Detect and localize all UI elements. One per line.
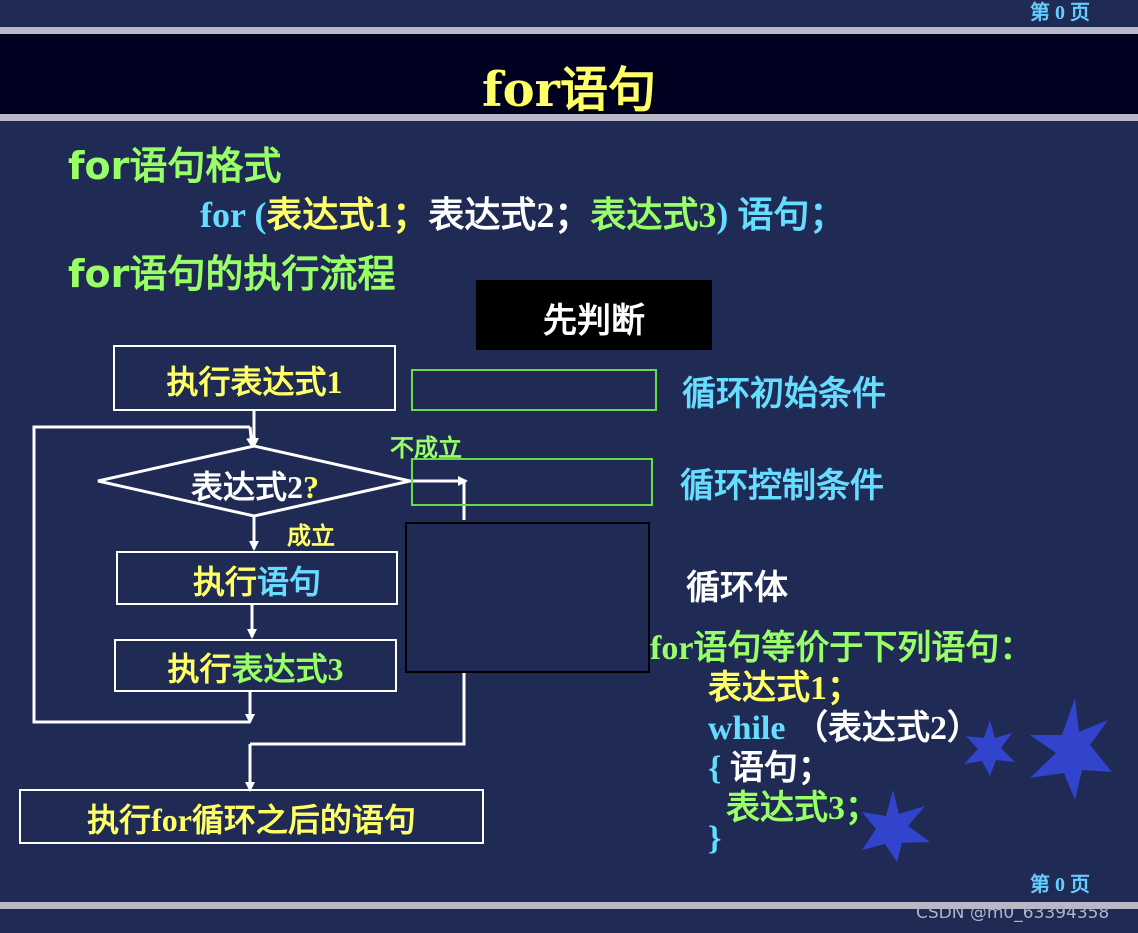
box-exec-expr3 (114, 639, 397, 692)
check-first-box (476, 280, 712, 350)
heading-format: for语句格式 (68, 144, 282, 188)
equiv-brace-close: } (708, 820, 722, 857)
equiv-expr3: 表达式3； (726, 790, 879, 827)
title-bar (0, 34, 1138, 114)
bottom-strip (0, 909, 1138, 933)
format-line: for (表达式1；表达式2；表达式3) 语句； (200, 186, 845, 238)
slide-title: for语句 (482, 62, 656, 118)
star-1-icon (1030, 698, 1112, 800)
label-not-true: 不成立 (390, 434, 462, 462)
exec-stmt-prefix: 执行 (192, 564, 257, 600)
condition-expr2: 表达式2 (190, 469, 303, 505)
format-expr2: 表达式2 (428, 195, 555, 235)
highlight-init-box (411, 369, 657, 411)
highlight-body-box (405, 522, 650, 673)
watermark: CSDN @m0_63394358 (916, 903, 1110, 923)
format-expr3: 表达式3 (590, 195, 717, 235)
format-expr1: 表达式1 (266, 195, 393, 235)
star-2-icon (964, 720, 1015, 776)
box-exec-expr1-text: 执行表达式1 (166, 364, 343, 400)
loop-back-line (32, 425, 250, 724)
heading-flow: for语句的执行流程 (68, 252, 396, 296)
loop-back-arrow (246, 426, 257, 448)
exit-line (250, 673, 466, 746)
box-exec-expr3-text: 执行表达式3 (114, 644, 397, 690)
equiv-stmt-line: { 语句； (708, 740, 832, 789)
equiv-line1: 表达式1； (708, 670, 861, 707)
box-exec-expr1 (113, 345, 396, 411)
star-3-icon (862, 790, 930, 862)
box-after-loop-text: 执行for循环之后的语句 (87, 802, 416, 838)
check-first-label: 先判断 (543, 301, 645, 341)
equiv-brace-open: { (708, 750, 722, 787)
box-exec-stmt (116, 551, 398, 605)
label-control: 循环控制条件 (680, 466, 884, 506)
label-body: 循环体 (686, 568, 788, 608)
format-sep1: ； (392, 195, 429, 235)
page-number-bottom: 第 0 页 (1030, 874, 1090, 896)
title-rule (0, 114, 1138, 121)
condition-text: 表达式2? (150, 462, 360, 508)
equiv-stmt: 语句； (729, 750, 832, 787)
label-init: 循环初始条件 (682, 374, 886, 414)
box-exec-stmt-text: 执行语句 (116, 557, 398, 603)
exec-expr3-word: 表达式3 (231, 651, 344, 687)
equiv-while-kw: while (708, 710, 786, 747)
equiv-while-cond: （表达式2） (793, 710, 981, 747)
bottom-rule (0, 902, 1138, 909)
equiv-heading: for语句等价于下列语句： (650, 630, 1034, 667)
label-true: 成立 (287, 522, 335, 550)
format-sep2: ； (554, 195, 591, 235)
condition-question: ? (303, 469, 319, 505)
format-close: ) 语句； (716, 195, 846, 235)
format-for: for ( (200, 195, 267, 235)
top-rule (0, 27, 1138, 34)
highlight-control-box (411, 458, 653, 506)
exec-expr3-prefix: 执行 (167, 651, 232, 687)
exec-stmt-word: 语句 (257, 564, 322, 600)
page-number-top: 第 0 页 (1030, 2, 1090, 24)
top-strip (0, 0, 1138, 26)
equiv-while-line: while （表达式2） (708, 700, 981, 749)
box-after-loop (19, 789, 484, 844)
